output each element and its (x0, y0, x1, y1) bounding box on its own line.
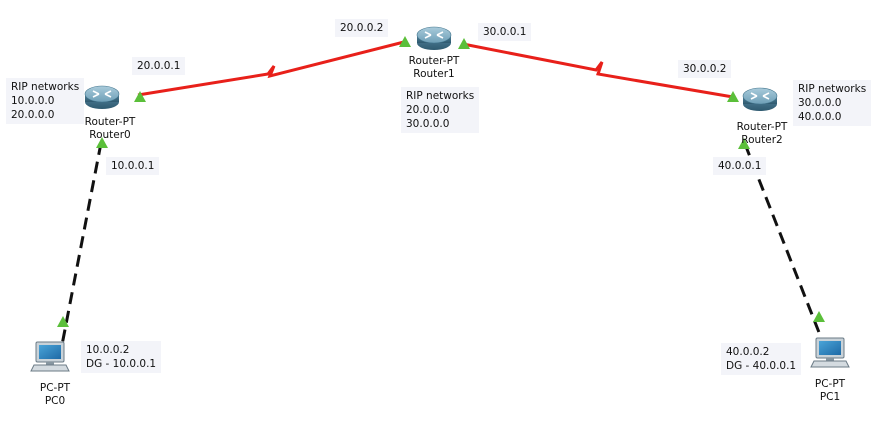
router1-model: Router-PT (408, 55, 460, 67)
serial-link-r1-r2[interactable] (462, 42, 734, 99)
pc0-name: PC0 (44, 395, 66, 407)
pc0-label: PC-PT PC0 (15, 382, 95, 408)
pc0-model: PC-PT (39, 382, 71, 394)
pc0-pc-icon[interactable] (30, 341, 70, 372)
router0-name: Router0 (89, 129, 131, 141)
port-up-icon (727, 91, 739, 102)
port-status-indicators (57, 36, 825, 327)
port-up-icon (458, 38, 470, 49)
router2-rip-note: RIP networks 30.0.0.0 40.0.0.0 (793, 80, 872, 126)
router0-router-icon[interactable] (84, 85, 120, 109)
router2-label: Router-PT Router2 (722, 121, 802, 147)
serial-link-r0-r1[interactable] (137, 40, 405, 97)
r0-serial-ip-note: 20.0.0.1 (132, 57, 186, 75)
rip-network: 30.0.0.0 (798, 97, 842, 109)
pc1-label: PC-PT PC1 (790, 378, 870, 404)
r2-fast-ip-note: 40.0.0.1 (713, 157, 767, 175)
router1-rip-note: RIP networks 20.0.0.0 30.0.0.0 (401, 87, 480, 133)
r1-serial-right-ip-note: 30.0.0.1 (478, 23, 532, 41)
pc1-model: PC-PT (814, 378, 846, 390)
port-up-icon (96, 137, 108, 148)
port-up-icon (134, 91, 146, 102)
router2-model: Router-PT (736, 121, 788, 133)
pc1-pc-icon[interactable] (810, 337, 850, 368)
router0-rip-note: RIP networks 10.0.0.0 20.0.0.0 (6, 78, 85, 124)
rip-title: RIP networks (11, 81, 80, 93)
pc1-gateway: DG - 40.0.0.1 (726, 360, 797, 372)
rip-network: 10.0.0.0 (11, 95, 55, 107)
router0-label: Router-PT Router0 (70, 116, 150, 142)
pc0-gateway: DG - 10.0.0.1 (86, 358, 157, 370)
rip-network: 30.0.0.0 (406, 118, 450, 130)
rip-title: RIP networks (798, 83, 867, 95)
ethernet-link-r0-pc0[interactable] (60, 142, 103, 346)
pc0-ip: 10.0.0.2 (86, 344, 130, 356)
rip-title: RIP networks (406, 90, 475, 102)
ethernet-link-r2-pc1[interactable] (743, 143, 824, 341)
port-up-icon (399, 36, 411, 47)
rip-network: 40.0.0.0 (798, 111, 842, 123)
router1-router-icon[interactable] (416, 26, 452, 50)
router1-label: Router-PT Router1 (394, 55, 474, 81)
r0-fast-ip-note: 10.0.0.1 (106, 157, 160, 175)
port-up-icon (57, 316, 69, 327)
port-up-icon (813, 311, 825, 322)
r2-serial-ip-note: 30.0.0.2 (678, 60, 732, 78)
pc0-address-note: 10.0.0.2 DG - 10.0.0.1 (81, 341, 162, 373)
pc1-name: PC1 (819, 391, 841, 403)
router1-name: Router1 (413, 68, 455, 80)
port-up-icon (738, 138, 750, 149)
router0-model: Router-PT (84, 116, 136, 128)
rip-network: 20.0.0.0 (406, 104, 450, 116)
r1-serial-left-ip-note: 20.0.0.2 (335, 19, 389, 37)
rip-network: 20.0.0.0 (11, 109, 55, 121)
router2-router-icon[interactable] (742, 87, 778, 111)
router2-name: Router2 (741, 134, 783, 146)
pc1-ip: 40.0.0.2 (726, 346, 770, 358)
pc1-address-note: 40.0.0.2 DG - 40.0.0.1 (721, 343, 802, 375)
